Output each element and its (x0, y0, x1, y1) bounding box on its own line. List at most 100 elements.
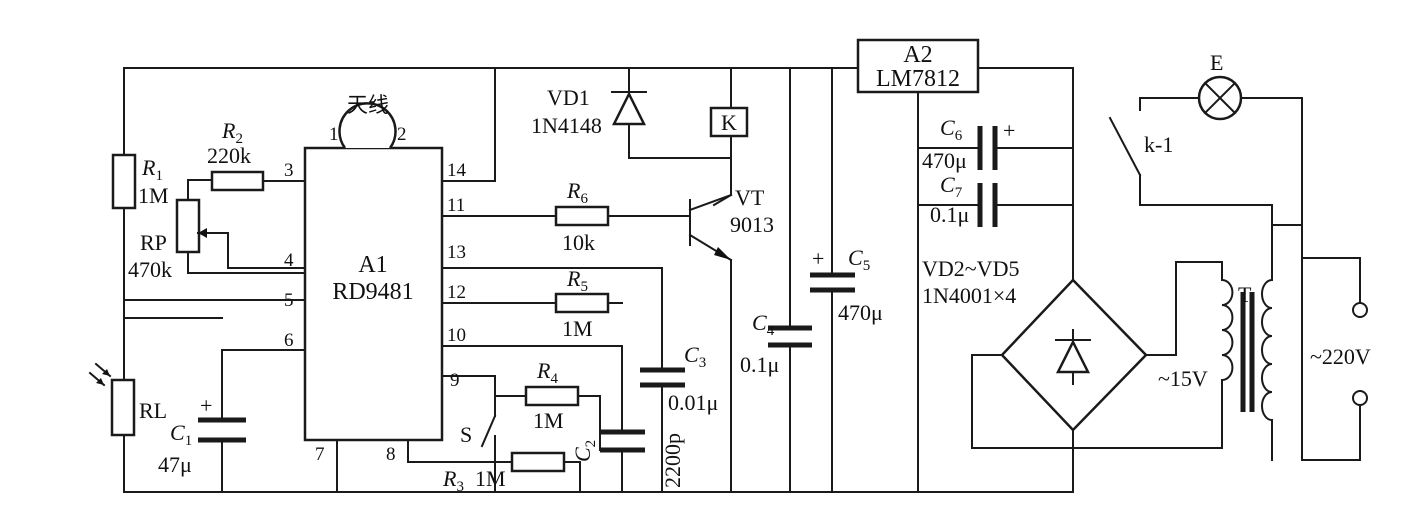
pin-numbers: 3 4 5 6 7 8 9 10 11 12 13 14 (284, 160, 467, 465)
transistor-vt: VT 9013 (688, 185, 774, 262)
c6-sub: 6 (955, 128, 963, 144)
t-secondary: ~15V (1158, 366, 1208, 391)
resistor-r3: R3 1M (442, 451, 566, 495)
pin-12: 12 (447, 282, 466, 303)
r4-sub: 4 (550, 371, 558, 387)
pin-5: 5 (284, 290, 294, 311)
svg-text:R4: R4 (536, 358, 558, 387)
diode-vd1: VD1 1N4148 (531, 85, 647, 138)
capacitor-c6: + C6 470μ (922, 115, 1015, 173)
vt-part: 9013 (730, 212, 774, 237)
pin-4: 4 (284, 250, 294, 271)
r3-value: 1M (475, 466, 506, 491)
capacitor-c1: + C1 47μ (158, 393, 246, 477)
r1-value: 1M (138, 183, 169, 208)
relay-ref: K (721, 110, 737, 135)
pin-13: 13 (447, 242, 466, 263)
r2-value: 220k (207, 143, 251, 168)
resistor-r4: R4 1M (524, 358, 580, 433)
pin-11: 11 (447, 195, 465, 216)
svg-text:C4: C4 (752, 310, 775, 339)
r5-ref: R (566, 266, 581, 291)
pin-1: 1 (329, 124, 339, 145)
svg-text:C6: C6 (940, 115, 963, 144)
r5-sub: 5 (580, 279, 588, 295)
regulator-a2: A2 LM7812 (856, 38, 980, 94)
c7-ref: C (940, 172, 955, 197)
wiring (123, 67, 1361, 493)
capacitor-c4: C4 0.1μ (740, 310, 812, 377)
relay-k: K (709, 106, 749, 138)
transformer-t: T ~15V ~220V (1158, 278, 1371, 422)
c1-value: 47μ (158, 452, 192, 477)
mains-label: ~220V (1310, 344, 1371, 369)
pin-2: 2 (397, 124, 407, 145)
bridge-part: 1N4001×4 (922, 283, 1016, 308)
c4-sub: 4 (767, 323, 775, 339)
ic-a1: A1 RD9481 (303, 146, 444, 442)
s-ref: S (460, 422, 472, 447)
c5-plus: + (812, 246, 824, 271)
pin-14: 14 (447, 160, 467, 181)
r3-sub: 3 (456, 479, 464, 495)
r6-value: 10k (562, 230, 595, 255)
c5-ref: C (848, 245, 863, 270)
antenna: 天线 1 2 (329, 93, 407, 149)
svg-text:C5: C5 (848, 245, 870, 274)
svg-text:R2: R2 (221, 118, 243, 147)
a1-part: RD9481 (332, 279, 413, 305)
pin-3: 3 (284, 160, 294, 181)
pin-6: 6 (284, 330, 294, 351)
pin-8: 8 (386, 444, 396, 465)
mains-terminals (1352, 302, 1368, 406)
c7-sub: 7 (955, 185, 963, 201)
potentiometer-rp: RP 470k (128, 198, 207, 282)
r5-value: 1M (562, 316, 593, 341)
c4-ref: C (752, 310, 767, 335)
photoresistor-rl: RL (88, 362, 167, 437)
c5-value: 470μ (838, 300, 883, 325)
rp-value: 470k (128, 257, 172, 282)
pin-9: 9 (450, 370, 460, 391)
svg-text:C7: C7 (940, 172, 963, 201)
c2-sub: 2 (583, 440, 599, 448)
r6-sub: 6 (580, 191, 588, 207)
pin-7: 7 (315, 444, 325, 465)
c6-ref: C (940, 115, 955, 140)
lamp-e: E (1197, 50, 1243, 121)
c1-plus: + (200, 393, 212, 418)
vd1-ref: VD1 (547, 85, 590, 110)
c5-sub: 5 (863, 258, 871, 274)
r4-value: 1M (533, 408, 564, 433)
vt-ref: VT (735, 185, 765, 210)
svg-text:C1: C1 (170, 420, 192, 449)
r1-ref: R (141, 155, 156, 180)
c3-sub: 3 (699, 355, 707, 371)
c6-plus: + (1003, 118, 1015, 143)
svg-text:R5: R5 (566, 266, 588, 295)
t-ref: T (1238, 282, 1252, 307)
capacitor-c2: C2 2200p (570, 429, 685, 488)
resistor-r1: R1 1M (111, 153, 169, 210)
capacitor-c7: C7 0.1μ (930, 172, 998, 227)
bridge-rectifier: VD2~VD5 1N4001×4 (922, 256, 1148, 432)
c1-ref: C (170, 420, 185, 445)
a2-ref: A2 (903, 42, 932, 68)
c4-value: 0.1μ (740, 352, 779, 377)
capacitor-c3: C3 0.01μ (640, 342, 718, 415)
svg-text:C2: C2 (570, 440, 599, 462)
relay-contact-k1: k-1 (1108, 116, 1173, 177)
contact-label: k-1 (1144, 132, 1173, 157)
svg-text:R1: R1 (141, 155, 163, 184)
r1-sub: 1 (155, 168, 163, 184)
r2-ref: R (221, 118, 236, 143)
c2-ref: C (570, 447, 595, 462)
switch-s: S (460, 414, 497, 448)
resistor-r5: R5 1M (554, 266, 610, 341)
svg-text:R3: R3 (442, 466, 464, 495)
r2-sub: 2 (235, 131, 243, 147)
pin-10: 10 (447, 325, 466, 346)
svg-text:R6: R6 (566, 178, 588, 207)
c6-value: 470μ (922, 148, 967, 173)
